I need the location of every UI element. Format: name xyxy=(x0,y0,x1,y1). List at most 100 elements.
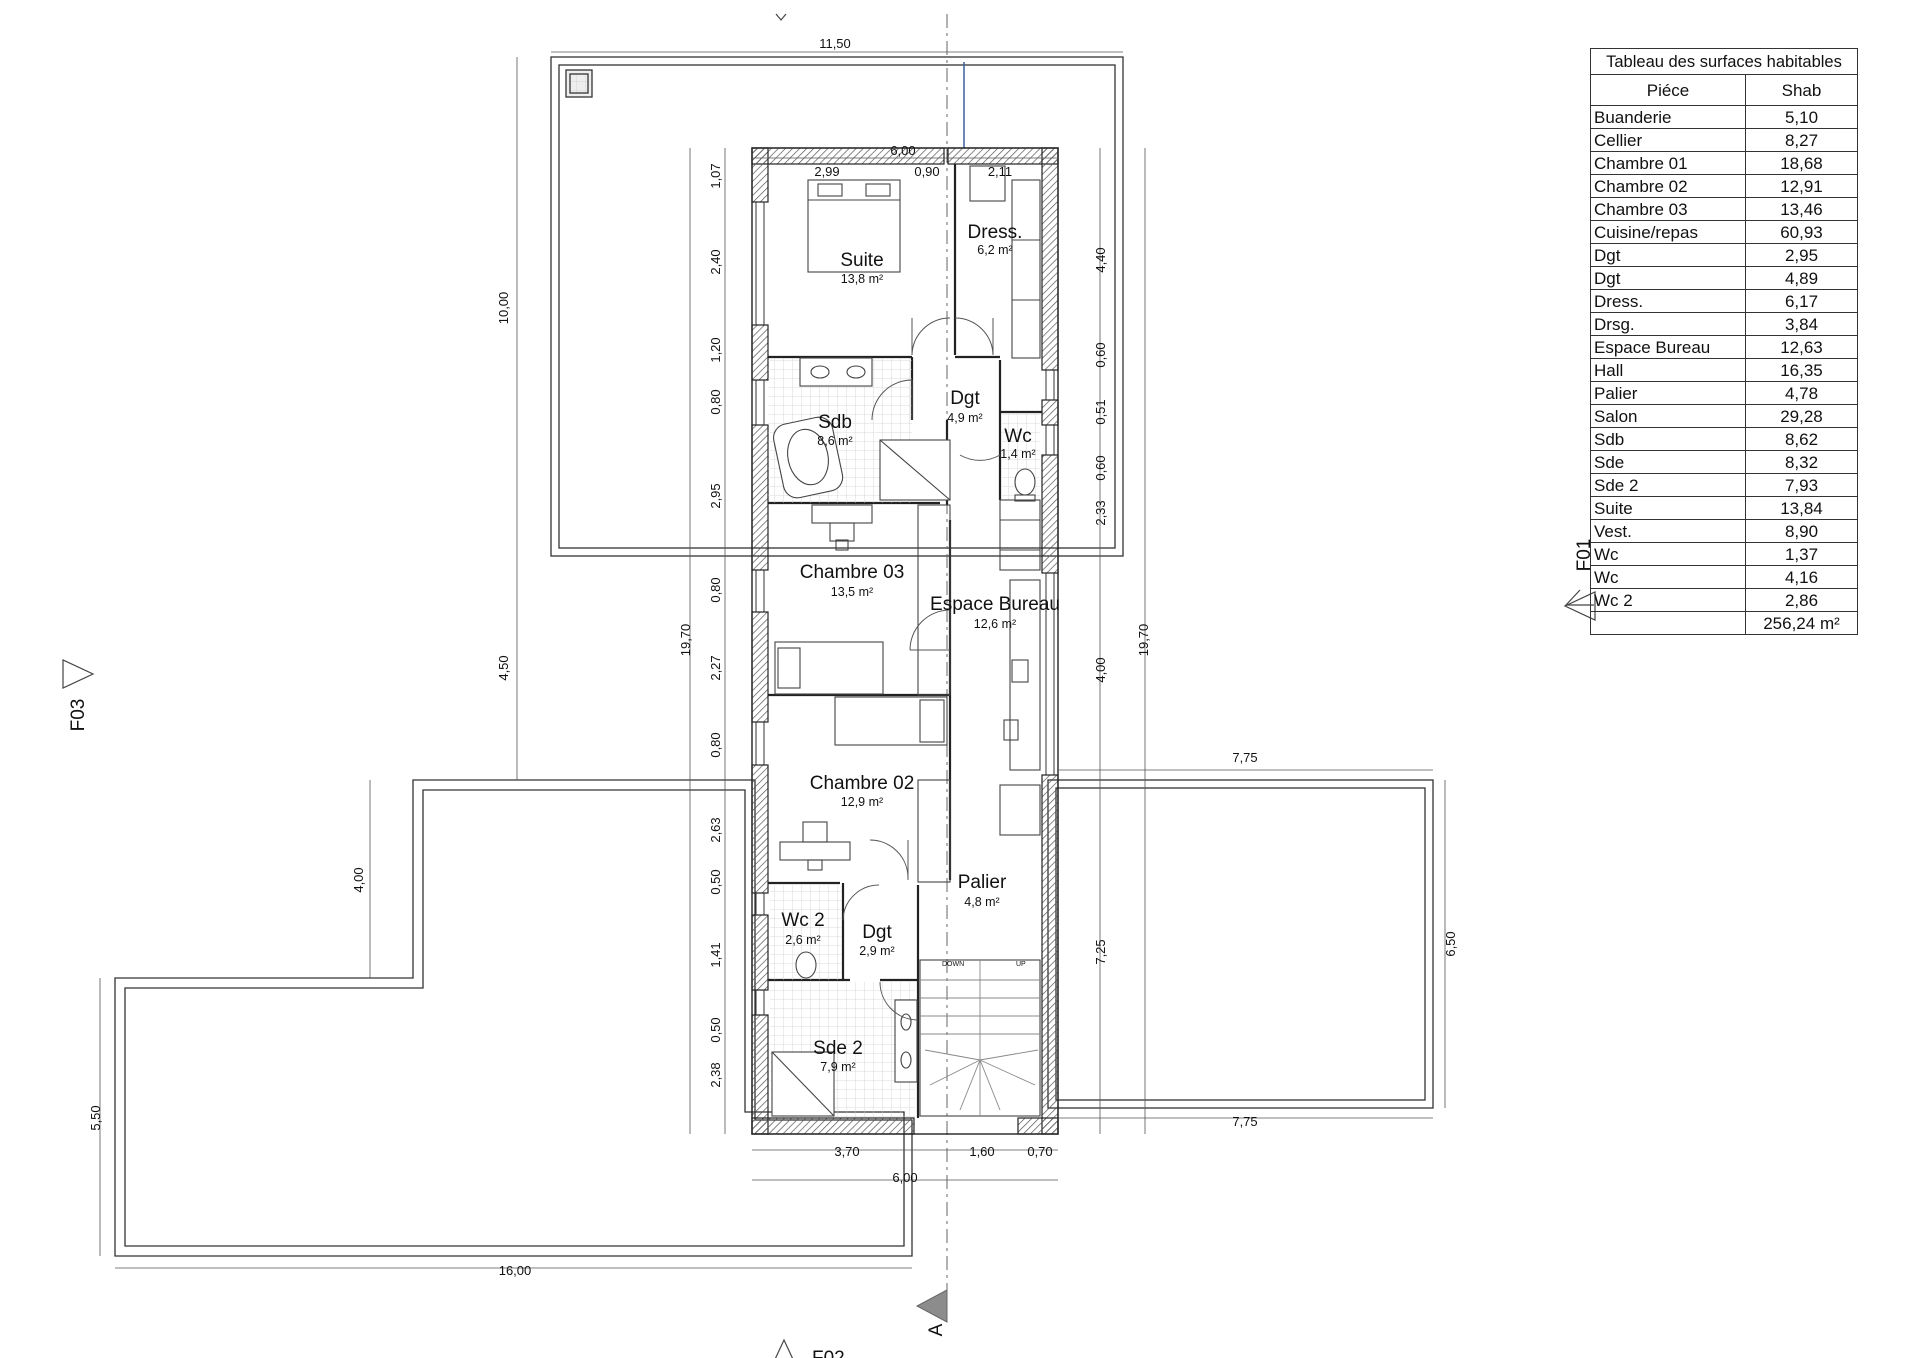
header-shab: Shab xyxy=(1745,74,1858,106)
cell-piece: Espace Bureau xyxy=(1590,335,1746,359)
room-suite-name: Suite xyxy=(840,250,883,271)
stair-down-label: DOWN xyxy=(942,961,964,968)
room-palier-area: 4,8 m² xyxy=(964,895,999,909)
room-dress-name: Dress. xyxy=(968,222,1023,243)
dim-left-terrace-height: 5,50 xyxy=(88,1105,103,1130)
cell-shab: 13,46 xyxy=(1745,197,1858,221)
dim-left-7: 2,27 xyxy=(708,655,723,680)
dim-right-total: 19,70 xyxy=(1136,624,1151,657)
dim-top-total: 11,50 xyxy=(819,36,851,51)
cell-shab: 4,89 xyxy=(1745,266,1858,290)
cell-piece: Sde 2 xyxy=(1590,473,1746,497)
cell-shab: 8,27 xyxy=(1745,128,1858,152)
dim-right-7: 7,25 xyxy=(1093,939,1108,964)
dim-left-3: 1,20 xyxy=(708,337,723,362)
cell-piece: Wc xyxy=(1590,565,1746,589)
dim-left-10: 0,50 xyxy=(708,869,723,894)
dim-left-13: 2,38 xyxy=(708,1062,723,1087)
dim-right-5: 2,33 xyxy=(1093,500,1108,525)
dim-left-8: 0,80 xyxy=(708,732,723,757)
room-labels: Suite 13,8 m² Dress. 6,2 m² Dgt 4,9 m² S… xyxy=(781,222,1060,1074)
cell-shab: 60,93 xyxy=(1745,220,1858,244)
office-shelves xyxy=(999,499,1041,571)
room-wc2-area: 2,6 m² xyxy=(785,933,820,947)
desk-chambre02 xyxy=(779,841,851,861)
room-wc2-name: Wc 2 xyxy=(781,910,824,931)
section-f02-label: F02 xyxy=(812,1348,845,1358)
cell-shab: 6,17 xyxy=(1745,289,1858,313)
dim-right-4: 0,60 xyxy=(1093,455,1108,480)
cell-piece: Drsg. xyxy=(1590,312,1746,336)
cell-shab: 4,16 xyxy=(1745,565,1858,589)
stair-up-label: UP xyxy=(1016,961,1026,968)
office-desk xyxy=(1009,579,1041,771)
room-bureau-area: 12,6 m² xyxy=(974,617,1016,631)
cell-shab: 12,91 xyxy=(1745,174,1858,198)
building-walls xyxy=(751,147,1059,1135)
cell-shab: 2,86 xyxy=(1745,588,1858,612)
toilet-wc2 xyxy=(795,951,817,979)
dim-right-terrace-height: 6,50 xyxy=(1443,931,1458,956)
section-f02-arrow xyxy=(774,1338,794,1358)
dressing-shelves xyxy=(1011,179,1041,359)
room-sdb-name: Sdb xyxy=(818,412,852,433)
surface-table: Tableau des surfaces habitables Piéce Sh… xyxy=(1590,48,1858,635)
cell-piece: Wc 2 xyxy=(1590,588,1746,612)
terrace-top xyxy=(550,56,1124,557)
dim-right-6: 4,00 xyxy=(1093,657,1108,682)
room-sde2-area: 7,9 m² xyxy=(820,1060,855,1074)
dim-left-11: 1,41 xyxy=(708,942,723,967)
cell-piece: Wc xyxy=(1590,542,1746,566)
dim-right-2: 0,60 xyxy=(1093,342,1108,367)
table-caption: Tableau des surfaces habitables xyxy=(1590,48,1858,74)
cell-shab: 16,35 xyxy=(1745,358,1858,382)
dim-terrace-height: 10,00 xyxy=(496,292,511,325)
room-bureau-name: Espace Bureau xyxy=(930,594,1060,615)
room-dgt2-name: Dgt xyxy=(862,922,892,943)
dim-left-9: 2,63 xyxy=(708,817,723,842)
room-wc-area: 1,4 m² xyxy=(1000,447,1035,461)
cell-shab: 5,10 xyxy=(1745,105,1858,129)
room-wc-name: Wc xyxy=(1004,426,1031,447)
cell-piece: Sde xyxy=(1590,450,1746,474)
room-chambre03-area: 13,5 m² xyxy=(831,585,873,599)
room-palier-name: Palier xyxy=(958,872,1007,893)
cell-piece: Dgt xyxy=(1590,243,1746,267)
section-markers: F03 F01 F02 A xyxy=(62,13,1596,1358)
cell-piece: Dgt xyxy=(1590,266,1746,290)
dim-left-1: 1,07 xyxy=(708,163,723,188)
dim-left-12: 0,50 xyxy=(708,1017,723,1042)
cell-shab: 3,84 xyxy=(1745,312,1858,336)
cell-shab: 4,78 xyxy=(1745,381,1858,405)
cell-piece: Sdb xyxy=(1590,427,1746,451)
dim-left-terrace-width: 16,00 xyxy=(499,1263,532,1278)
dim-right-terrace-width-b: 7,75 xyxy=(1232,1114,1257,1129)
cell-shab: 7,93 xyxy=(1745,473,1858,497)
dim-top-a: 2,99 xyxy=(814,164,839,179)
north-chevron-icon xyxy=(775,13,787,21)
dim-left-gap: 4,50 xyxy=(496,655,511,680)
dim-bottom-total: 6,00 xyxy=(892,1170,917,1185)
dim-left-total: 19,70 xyxy=(678,624,693,657)
cell-shab: 8,90 xyxy=(1745,519,1858,543)
dim-left-4: 0,80 xyxy=(708,389,723,414)
table-total-row: 256,24 m² xyxy=(1590,611,1858,635)
total-value: 256,24 m² xyxy=(1745,611,1858,635)
table-row: Dress.6,17 xyxy=(1590,289,1858,313)
bed-chambre03 xyxy=(774,641,884,695)
dim-top-inner: 6,00 xyxy=(890,143,915,158)
bed-suite xyxy=(807,179,901,273)
